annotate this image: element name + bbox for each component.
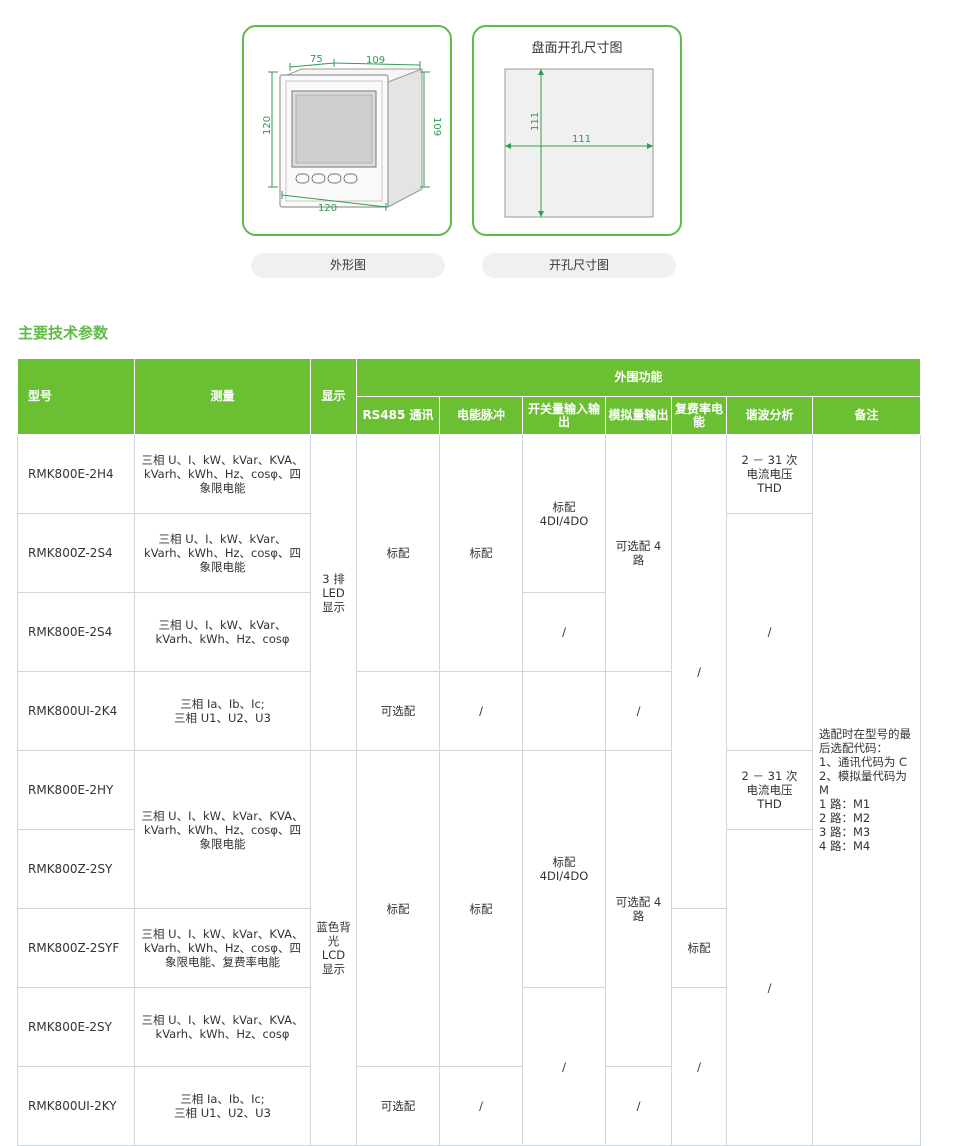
header-measure: 测量 xyxy=(134,358,311,435)
model-cell: RMK800E-2SY xyxy=(17,987,135,1067)
header-peripheral: 外围功能 xyxy=(356,358,921,397)
remarks-cell: 选配时在型号的最后选配代码： 1、通讯代码为 C 2、模拟量代码为 M 1 路：… xyxy=(812,434,921,1146)
model-cell: RMK800UI-2KY xyxy=(17,1066,135,1146)
table-row: RMK800E-2SY 三相 U、I、kW、kVar、KVA、kVarh、kWh… xyxy=(17,987,921,1146)
cutout-caption: 开孔尺寸图 xyxy=(482,253,676,278)
model-cell: RMK800E-2H4 xyxy=(17,434,135,514)
harmonic-cell: / xyxy=(726,829,813,1146)
measure-cell: 三相 Ia、Ib、Ic; 三相 U1、U2、U3 xyxy=(134,671,311,751)
pulse-cell: 标配 xyxy=(439,750,523,1067)
measure-cell: 三相 U、I、kW、kVar、kVarh、kWh、Hz、cosφ xyxy=(134,592,311,672)
model-cell: RMK800Z-2S4 xyxy=(17,513,135,593)
cutout-drawing-card: 盘面开孔尺寸图 111 111 xyxy=(472,25,682,236)
measure-cell: 三相 Ia、Ib、Ic; 三相 U1、U2、U3 xyxy=(134,1066,311,1146)
header-rs485: RS485 通讯 xyxy=(356,396,440,435)
switch-io-cell: / xyxy=(522,987,606,1146)
measure-cell: 三相 U、I、kW、kVar、KVA、kVarh、kWh、Hz、cosφ、四象限… xyxy=(134,750,311,909)
harmonic-cell: / xyxy=(726,513,813,751)
tariff-cell: / xyxy=(671,987,727,1146)
model-cell: RMK800Z-2SYF xyxy=(17,908,135,988)
measure-cell: 三相 U、I、kW、kVar、KVA、 kVarh、kWh、Hz、cosφ、四象… xyxy=(134,908,311,988)
panel-cutout-drawing: 111 111 xyxy=(504,68,654,218)
display-lcd-cell: 蓝色背光 LCD 显示 xyxy=(310,750,357,1146)
analog-cell: / xyxy=(605,1066,672,1146)
meter-outline-drawing: 75 109 120 109 120 xyxy=(262,54,442,214)
display-led-cell: 3 排 LED 显示 xyxy=(310,434,357,751)
rs485-cell: 可选配 xyxy=(356,671,440,751)
pulse-cell: / xyxy=(439,1066,523,1146)
analog-cell: / xyxy=(605,671,672,751)
table-row: RMK800Z-2SY / xyxy=(17,829,921,1146)
analog-cell: 可选配 4 路 xyxy=(605,750,672,1067)
analog-cell: 可选配 4 路 xyxy=(605,434,672,672)
switch-io-cell xyxy=(522,671,606,751)
tariff-cell: 标配 xyxy=(671,908,727,988)
table-row: RMK800UI-2K4 三相 Ia、Ib、Ic; 三相 U1、U2、U3 可选… xyxy=(17,671,921,751)
header-pulse: 电能脉冲 xyxy=(439,396,523,435)
header-remarks: 备注 xyxy=(812,396,921,435)
cutout-title: 盘面开孔尺寸图 xyxy=(531,41,623,56)
table-row: RMK800E-2HY 三相 U、I、kW、kVar、KVA、kVarh、kWh… xyxy=(17,750,921,1146)
pulse-cell: / xyxy=(439,671,523,751)
header-tariff: 复费率电能 xyxy=(671,396,727,435)
outline-caption: 外形图 xyxy=(251,253,445,278)
dim-cutout-height: 111 xyxy=(530,112,541,131)
dim-height-front: 120 xyxy=(262,116,273,135)
tariff-cell: / xyxy=(671,434,727,909)
table-row: RMK800E-2H4 三相 U、I、kW、kVar、KVA、kVarh、kWh… xyxy=(17,434,921,1146)
header-analog-out: 模拟量输出 xyxy=(605,396,672,435)
switch-io-cell: / xyxy=(522,592,606,672)
spec-table: 型号 测量 显示 外围功能 RS485 通讯 电能脉冲 开关量输入输出 模拟量输… xyxy=(17,358,921,1146)
rs485-cell: 标配 xyxy=(356,434,440,672)
model-cell: RMK800E-2S4 xyxy=(17,592,135,672)
dim-cutout-width: 111 xyxy=(572,134,591,145)
dim-width-front: 120 xyxy=(318,203,337,214)
header-switch-io: 开关量输入输出 xyxy=(522,396,606,435)
table-row: RMK800E-2S4 三相 U、I、kW、kVar、kVarh、kWh、Hz、… xyxy=(17,592,921,672)
harmonic-cell: 2 － 31 次 电流电压 THD xyxy=(726,750,813,830)
dim-depth-top: 109 xyxy=(366,55,385,66)
switch-io-cell: 标配 4DI/4DO xyxy=(522,750,606,988)
table-row: RMK800UI-2KY 三相 Ia、Ib、Ic; 三相 U1、U2、U3 可选… xyxy=(17,1066,921,1146)
measure-cell: 三相 U、I、kW、kVar、KVA、kVarh、kWh、Hz、cosφ、四象限… xyxy=(134,434,311,514)
model-cell: RMK800Z-2SY xyxy=(17,829,135,909)
section-title: 主要技术参数 xyxy=(18,324,109,342)
dim-height-side: 109 xyxy=(431,117,442,136)
switch-io-cell: 标配 4DI/4DO xyxy=(522,434,606,593)
measure-cell: 三相 U、I、kW、kVar、KVA、kVarh、kWh、Hz、cosφ xyxy=(134,987,311,1067)
header-display: 显示 xyxy=(310,358,357,435)
table-row: RMK800Z-2S4 三相 U、I、kW、kVar、kVarh、kWh、Hz、… xyxy=(17,513,921,751)
pulse-cell: 标配 xyxy=(439,434,523,672)
outline-drawing-card: 75 109 120 109 120 xyxy=(242,25,452,236)
model-cell: RMK800E-2HY xyxy=(17,750,135,830)
header-model: 型号 xyxy=(17,358,135,435)
dim-top-small: 75 xyxy=(310,54,323,65)
model-cell: RMK800UI-2K4 xyxy=(17,671,135,751)
header-harmonic: 谐波分析 xyxy=(726,396,813,435)
rs485-cell: 标配 xyxy=(356,750,440,1067)
table-row: RMK800Z-2SYF 三相 U、I、kW、kVar、KVA、 kVarh、k… xyxy=(17,908,921,988)
measure-cell: 三相 U、I、kW、kVar、kVarh、kWh、Hz、cosφ、四象限电能 xyxy=(134,513,311,593)
harmonic-cell: 2 － 31 次 电流电压 THD xyxy=(726,434,813,514)
rs485-cell: 可选配 xyxy=(356,1066,440,1146)
